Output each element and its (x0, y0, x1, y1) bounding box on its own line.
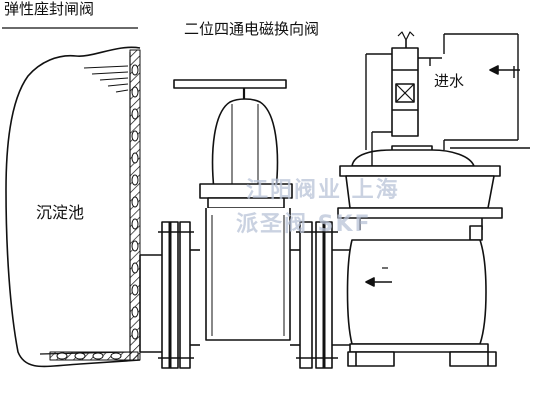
sedimentation-tank (5, 46, 141, 368)
watermark-line-1: 江阳阀业 上海 (246, 178, 400, 203)
control-piping (365, 33, 530, 166)
solenoid-valve-label: 二位四通电磁换向阀 (184, 20, 320, 38)
water-surface (83, 65, 129, 93)
flange-1 (158, 221, 194, 369)
tank-inner-dots (131, 64, 139, 340)
handwheel (173, 79, 287, 89)
control-valve (337, 145, 503, 367)
flange-2 (296, 221, 338, 369)
sedimentation-tank-label: 沉淀池 (36, 203, 85, 222)
gate-valve (173, 79, 293, 341)
solenoid-valve-body (391, 31, 520, 137)
gate-valve-label: 弹性座封闸阀 (4, 0, 95, 18)
watermark-line-2: 派圣阀 SKF (236, 212, 372, 237)
water-inlet-label: 进水 (434, 72, 465, 90)
floor-dots (56, 352, 122, 360)
